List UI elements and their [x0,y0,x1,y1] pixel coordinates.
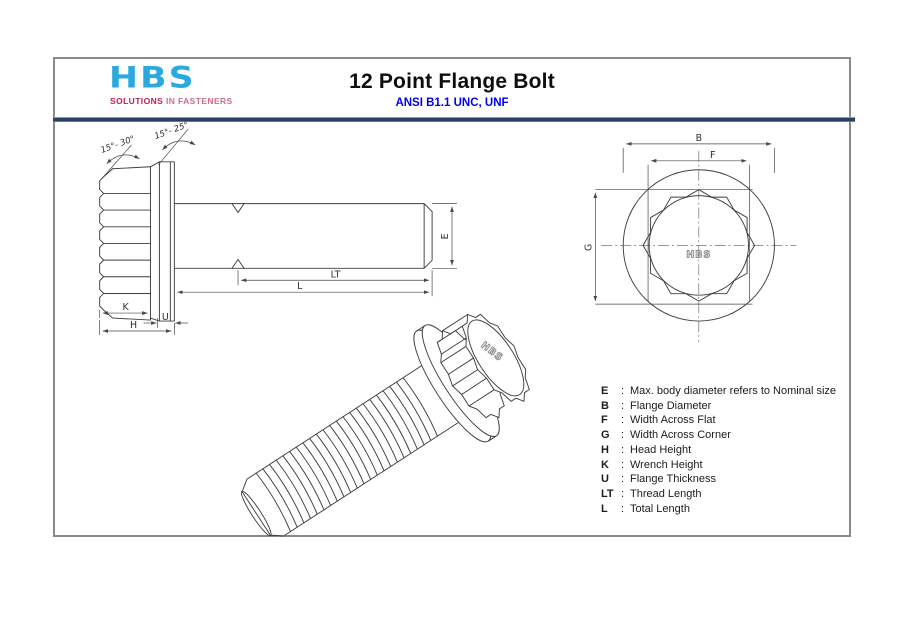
iso-view: HBS [240,313,530,537]
legend-symbol: F [601,414,608,427]
legend-row: L: Total Length [601,502,836,517]
legend-separator: : [621,458,625,471]
twelve-point-star [642,189,756,302]
legend-desc: Thread Length [630,487,702,500]
dim-ext-f [647,164,750,302]
legend-desc: Flange Diameter [630,399,712,412]
front-view: HBS B F G [583,133,797,342]
iso-head-face [467,319,525,397]
legend-separator: : [621,443,625,456]
flange-circle [622,169,775,322]
thread-runout-mark [231,203,245,269]
legend-separator: : [621,399,625,412]
dim-ext-lt [237,270,433,297]
legend-symbol: B [601,399,609,412]
front-brand-text: HBS [686,249,711,260]
legend-desc: Wrench Height [630,458,703,471]
legend-row: U: Flange Thickness [601,472,836,487]
tagline-rest: IN FASTENERS [163,96,233,106]
angle-label-flange: 15°- 25° [153,121,190,141]
header-divider [53,117,855,122]
side-view: E LT L K U H 15°- 30° [99,121,457,335]
legend-separator: : [621,385,625,397]
dim-label-f: F [710,150,715,161]
legend-desc: Total Length [630,502,690,515]
hbs-logo-text: HBS [109,60,196,95]
legend-separator: : [621,502,625,515]
angle-label-head: 15°- 30° [99,133,136,155]
dim-ext-g [595,189,753,305]
logo-tagline: SOLUTIONS IN FASTENERS [110,96,233,106]
legend-symbol: G [601,429,610,442]
legend-row: E: Max. body diameter refers to Nominal s… [601,384,836,399]
legend-row: K: Wrench Height [601,458,836,473]
iso-thread-lines [255,377,438,532]
legend-desc: Width Across Corner [630,429,731,442]
legend-desc: Width Across Flat [630,414,716,427]
legend-desc: Max. body diameter refers to Nominal siz… [630,385,837,397]
dim-label-b: B [696,133,702,144]
dim-ext-e [432,203,457,269]
dim-label-u: U [162,312,169,323]
legend-symbol: LT [601,487,614,500]
dim-label-lt: LT [331,269,341,280]
legend-desc: Flange Thickness [630,473,717,486]
page-title: 12 Point Flange Bolt [349,70,555,93]
dim-ext-k [99,310,151,319]
dim-label-h: H [130,320,137,331]
legend-row: F: Width Across Flat [601,413,836,428]
drawing-sheet-frame: HBS SOLUTIONS IN FASTENERS 12 Point Flan… [53,57,855,537]
iso-tip [240,490,272,537]
dim-label-e: E [440,233,451,239]
angle-arc-head [106,154,140,165]
legend-symbol: H [601,443,609,456]
legend-row: H: Head Height [601,443,836,458]
legend-symbol: U [601,473,609,486]
legend-separator: : [621,414,625,427]
angle-arc-flange [162,140,196,151]
legend-row: G: Width Across Corner [601,428,836,443]
dimension-legend: E: Max. body diameter refers to Nominal s… [601,384,836,516]
title-block: 12 Point Flange Bolt ANSI B1.1 UNC, UNF [55,70,849,109]
head-inner-circle [648,195,750,296]
legend-desc: Head Height [630,443,692,456]
shank-outline [173,203,433,269]
dim-ext-b [622,147,775,173]
legend-symbol: E [601,385,609,397]
head-outline [112,166,151,321]
dim-label-g: G [583,244,594,251]
page-subtitle: ANSI B1.1 UNC, UNF [395,97,509,109]
legend-row: B: Flange Diameter [601,399,836,414]
dim-ext-h [99,320,175,335]
flange-outline [149,161,175,322]
head-lobes [99,168,151,319]
dim-label-l: L [297,281,303,292]
legend-separator: : [621,429,625,442]
technical-drawing: HBS E LT L K [99,121,797,537]
hbs-logo: HBS [109,63,194,96]
legend-symbol: L [601,502,608,515]
legend-row: LT: Thread Length [601,487,836,502]
legend-symbol: K [601,458,609,471]
centerlines [601,150,797,342]
legend-separator: : [621,487,625,500]
dim-label-k: K [122,302,129,313]
tagline-bold: SOLUTIONS [110,96,164,106]
legend-separator: : [621,473,625,486]
